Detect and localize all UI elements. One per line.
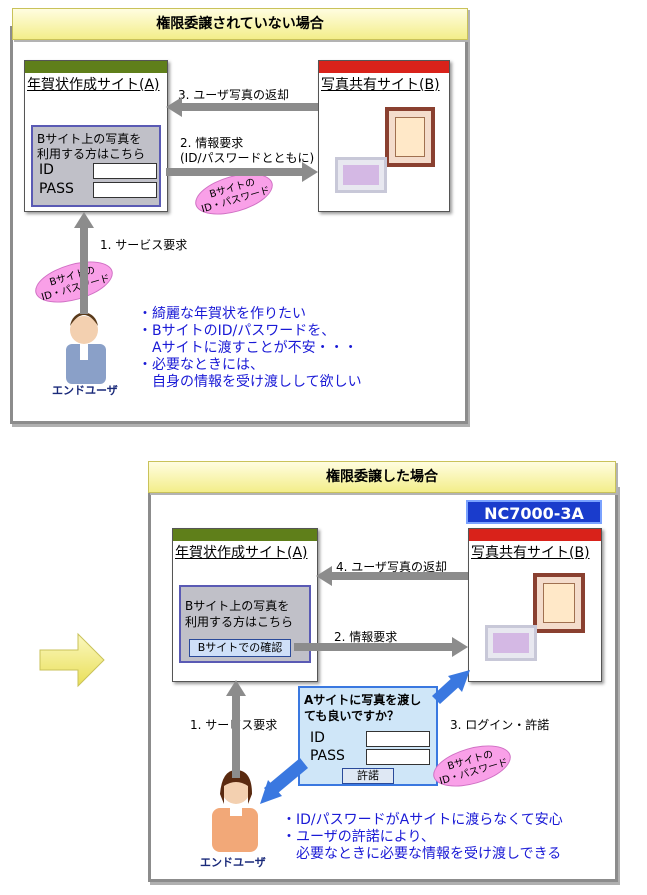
allow-button[interactable]: 許諾 (342, 768, 394, 784)
top-step2-label-1: 2. 情報要求 (180, 136, 244, 150)
bottom-login-box: Bサイト上の写真を 利用する方はこちら Bサイトでの確認 (179, 585, 311, 663)
top-note-5: 自身の情報を受け渡しして欲しい (138, 374, 362, 390)
top-app-b-titlebar (319, 61, 449, 73)
top-photo-portrait (385, 107, 435, 167)
top-arrow-step1 (74, 212, 94, 314)
product-badge: NC7000-3A (466, 500, 602, 524)
consent-pass-field[interactable] (366, 749, 430, 765)
top-pass-field[interactable] (93, 182, 157, 198)
bottom-app-a-window: 年賀状作成サイト(A) Bサイト上の写真を 利用する方はこちら Bサイトでの確認 (172, 528, 318, 682)
top-app-b-window: 写真共有サイト(B) (318, 60, 450, 212)
top-login-text-1: Bサイト上の写真を (37, 132, 142, 146)
bottom-login-text-1: Bサイト上の写真を (185, 599, 290, 613)
bottom-app-b-window: 写真共有サイト(B) (468, 528, 602, 682)
top-id-field[interactable] (93, 163, 157, 179)
consent-text-2: ても良いですか？ (304, 709, 400, 723)
bottom-note-3: 必要なときに必要な情報を受け渡しできる (282, 846, 562, 862)
top-step1-label: 1. サービス要求 (100, 238, 188, 252)
consent-dialog: Aサイトに写真を渡し ても良いですか？ ID PASS 許諾 (298, 686, 438, 786)
top-note-4: ・必要なときには、 (138, 357, 264, 373)
top-note-3: Aサイトに渡すことが不安・・・ (138, 340, 358, 356)
top-id-label: ID (39, 162, 54, 178)
bottom-login-text-2: 利用する方はこちら (185, 615, 294, 629)
top-step2-label-2: (ID/パスワードとともに) (180, 151, 315, 165)
confirm-on-b-button[interactable]: Bサイトでの確認 (189, 639, 291, 657)
top-login-text-2: 利用する方はこちら (37, 147, 146, 161)
top-note-2: ・BサイトのID/パスワードを、 (138, 323, 336, 339)
top-arrow-step2 (166, 162, 318, 182)
bottom-arrow-step2 (294, 637, 468, 657)
top-photo-landscape (335, 157, 387, 193)
bottom-arrow-to-b (432, 670, 470, 704)
top-user-label: エンドユーザ (52, 384, 118, 397)
top-notes: ・綺麗な年賀状を作りたい ・BサイトのID/パスワードを、 Aサイトに渡すことが… (138, 306, 362, 391)
bottom-arrow-step4 (316, 566, 468, 586)
bottom-photo-landscape (485, 625, 537, 661)
bottom-note-2: ・ユーザの許諾により、 (282, 829, 435, 845)
top-note-1: ・綺麗な年賀状を作りたい (138, 306, 306, 322)
bottom-step4-label: 4. ユーザ写真の返却 (336, 560, 448, 574)
top-app-b-title: 写真共有サイト(B) (321, 77, 440, 93)
bottom-banner: 権限委譲した場合 (148, 461, 616, 493)
consent-id-label: ID (310, 730, 325, 746)
top-app-a-title: 年賀状作成サイト(A) (27, 77, 160, 93)
top-pass-label: PASS (39, 181, 74, 197)
bottom-note-1: ・ID/パスワードがAサイトに渡らなくて安心 (282, 812, 563, 828)
bottom-app-b-title: 写真共有サイト(B) (471, 545, 590, 561)
bottom-photo-portrait (533, 573, 585, 633)
bottom-user-label: エンドユーザ (200, 856, 266, 869)
consent-text-1: Aサイトに写真を渡し (304, 693, 422, 707)
bottom-step2-label: 2. 情報要求 (334, 630, 398, 644)
top-login-box: Bサイト上の写真を 利用する方はこちら ID PASS (31, 125, 161, 207)
bottom-app-a-titlebar (173, 529, 317, 541)
bottom-notes: ・ID/パスワードがAサイトに渡らなくて安心 ・ユーザの許諾により、 必要なとき… (282, 812, 563, 863)
top-app-a-window: 年賀状作成サイト(A) Bサイト上の写真を 利用する方はこちら ID PASS (24, 60, 168, 212)
consent-pass-label: PASS (310, 748, 345, 764)
bottom-app-b-titlebar (469, 529, 601, 541)
top-step3-label: 3. ユーザ写真の返却 (178, 88, 290, 102)
bottom-arrow-to-dialog (260, 758, 308, 804)
consent-id-field[interactable] (366, 731, 430, 747)
bottom-app-a-title: 年賀状作成サイト(A) (175, 545, 308, 561)
top-app-a-titlebar (25, 61, 167, 73)
top-banner: 権限委譲されていない場合 (12, 8, 468, 40)
top-arrow-step3 (166, 97, 318, 117)
bottom-step3-label: 3. ログイン・許諾 (450, 718, 550, 732)
bottom-arrow-step1 (226, 680, 246, 778)
